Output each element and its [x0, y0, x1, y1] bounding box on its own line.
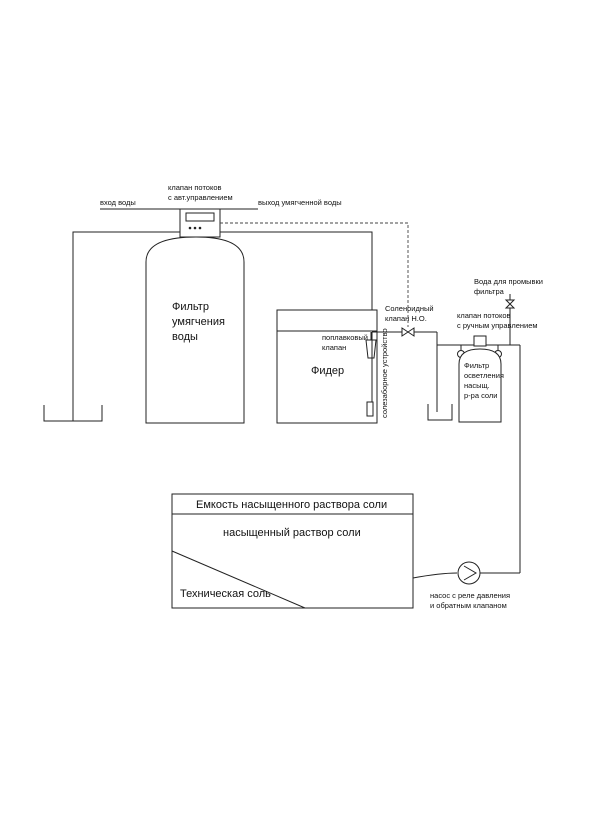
valve-button-1 [188, 226, 192, 230]
softened-outlet-pipe [220, 231, 373, 332]
salt-layer-line [171, 550, 306, 609]
tech-salt-label: Техническая соль [180, 588, 271, 600]
solenoid-valve [401, 327, 415, 337]
float-valve-label-1: поплавковый [322, 333, 368, 342]
inlet-pipe [72, 231, 180, 421]
clarifier-label-2: осветления [464, 371, 504, 380]
brine-tank [171, 493, 414, 609]
solenoid-label-2: клапан Н.О. [385, 314, 427, 323]
softener-label-2: умягчения [172, 316, 225, 328]
flush-water-valve [504, 299, 516, 309]
manual-valve-label-2: с ручным управлением [457, 321, 538, 330]
brine-device-label: солезаборное устройство [380, 328, 389, 418]
control-signal-line [220, 222, 409, 327]
pump-label-1: насос с реле давления [430, 591, 510, 600]
pump-label-2: и обратным клапаном [430, 601, 507, 610]
clarifier-label-3: насыщ. [464, 381, 490, 390]
valve-display [185, 212, 215, 222]
pump-group: насос с реле давления и обратным клапано… [412, 561, 520, 610]
solenoid-group: Соленоидный клапан Н.О. [220, 222, 437, 337]
solenoid-label-1: Соленоидный [385, 304, 434, 313]
pump-direction-arrow [463, 565, 477, 581]
water-out-label: выход умягченной воды [258, 198, 342, 207]
brine-tank-group: Емкость насыщенного раствора соли насыще… [171, 493, 414, 609]
clarifier-drain-tank [427, 404, 453, 421]
valve-button-2 [193, 226, 197, 230]
brine-solution-label: насыщенный раствор соли [223, 527, 361, 539]
feeder-group: Фидер поплавковый клапан солезаборное ус… [276, 309, 389, 424]
pump-inlet-pipe [412, 572, 458, 579]
valve-button-3 [198, 226, 202, 230]
flush-label-1: Вода для промывки [474, 277, 543, 286]
float-valve [365, 339, 377, 359]
clarifier-label-4: р-ра соли [464, 391, 498, 400]
clarifier-vessel [458, 348, 502, 423]
manual-valve-label-1: клапан потоков [457, 311, 510, 320]
manual-valve-body [473, 335, 487, 347]
tank-title-label: Емкость насыщенного раствора соли [196, 499, 387, 511]
softener-vessel [145, 236, 245, 424]
softener-label-1: Фильтр [172, 301, 209, 313]
clarifier-label-1: Фильтр [464, 361, 489, 370]
softener-group: вход воды клапан потоков с авт.управлени… [43, 183, 373, 424]
softener-label-3: воды [172, 331, 198, 343]
flush-label-2: фильтра [474, 287, 505, 296]
valve-auto-label-1: клапан потоков [168, 183, 221, 192]
feeder-label: Фидер [311, 365, 344, 377]
water-in-label: вход воды [100, 198, 136, 207]
brine-intake-device [366, 401, 374, 417]
clarifier-group: Вода для промывки фильтра клапан потоков… [427, 277, 543, 573]
valve-auto-label-2: с авт.управлением [168, 193, 233, 202]
float-valve-label-2: клапан [322, 343, 346, 352]
feeder-tank [276, 309, 378, 424]
